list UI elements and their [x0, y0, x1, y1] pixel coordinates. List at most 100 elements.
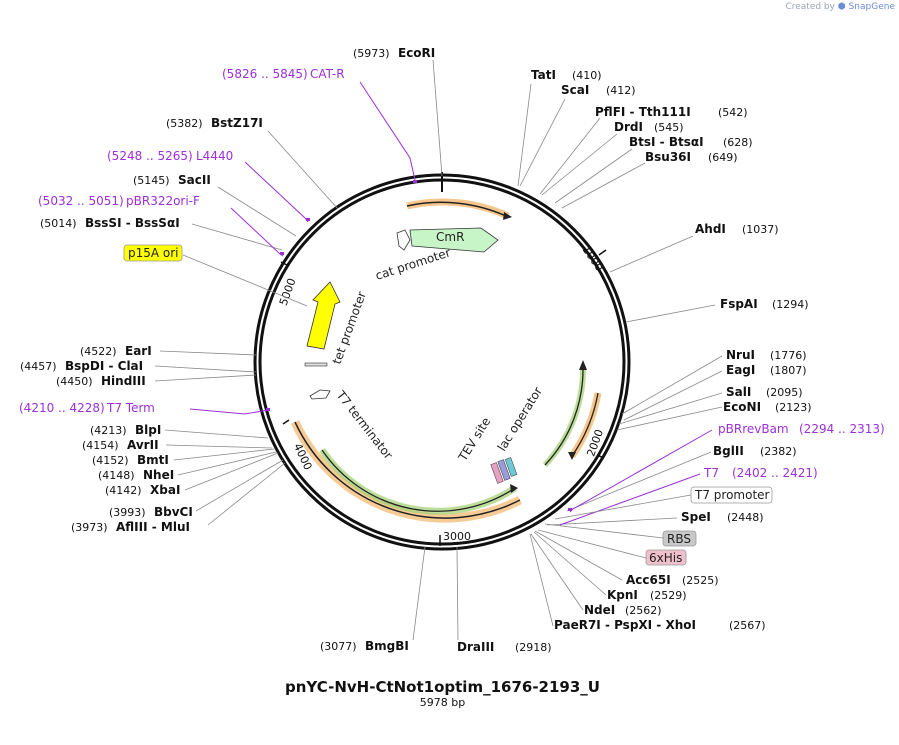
enzyme-name: EarI: [125, 344, 152, 358]
enzyme-position: (4154): [82, 439, 119, 452]
enzyme-name: SacII: [178, 173, 211, 187]
enzyme-position: (1294): [772, 298, 809, 311]
enzyme-name: FspAI: [720, 297, 758, 311]
enzyme-position: (4142): [105, 484, 142, 497]
enzyme-position: (2123): [775, 401, 812, 414]
credit-prefix: Created by: [785, 2, 835, 12]
plasmid-length: 5978 bp: [419, 696, 466, 709]
feature-box-6xhis: [645, 549, 687, 566]
enzyme-name: XbaI: [150, 483, 180, 497]
enzyme-name: NruI: [726, 348, 755, 362]
cmr-arrow: [409, 227, 499, 253]
enzyme-name: BssSI - BssSαI: [85, 216, 180, 230]
enzyme-position: (2525): [682, 574, 719, 587]
enzyme-position: (1037): [742, 223, 779, 236]
enzyme-position: (5014): [40, 217, 77, 230]
feature-tev-site: TEV site: [455, 415, 493, 464]
enzyme-name: DraIII: [457, 640, 494, 654]
enzyme-position: (2529): [650, 589, 687, 602]
snapgene-logo-icon: ⬢: [837, 2, 846, 12]
enzyme-position: (2562): [625, 604, 662, 617]
enzyme-position: (1807): [770, 364, 807, 377]
enzyme-position: (3077): [320, 640, 357, 653]
enzyme-position: (5973): [353, 47, 390, 60]
enzyme-position: (1776): [770, 349, 807, 362]
feature-box-label: RBS: [667, 532, 691, 546]
feature-box-label: p15A ori: [128, 246, 179, 260]
primer-labels: (5826 .. 5845) CAT-R (5248 .. 5265) L444…: [19, 67, 885, 480]
enzyme-name: BstZ17I: [211, 116, 263, 130]
enzyme-position: (545): [654, 121, 684, 134]
enzyme-name: BglII: [713, 444, 744, 458]
primer-name: T7: [703, 466, 719, 480]
enzyme-position: (2382): [760, 445, 797, 458]
enzyme-position: (4522): [80, 345, 117, 358]
enzyme-name: EcoNI: [723, 400, 761, 414]
feature-t7-terminator: T7 terminator: [333, 387, 396, 462]
primer-name: T7 Term: [106, 401, 155, 415]
enzyme-position: (649): [708, 151, 738, 164]
enzyme-position: (5145): [133, 174, 170, 187]
enzyme-name: Bsu36I: [645, 150, 691, 164]
enzyme-position: (5382): [166, 117, 203, 130]
enzyme-position: (542): [718, 106, 748, 119]
enzyme-name: ScaI: [561, 83, 589, 97]
enzyme-name: EagI: [726, 363, 755, 377]
feature-cmr: CmR: [436, 230, 464, 244]
cat-promoter-arrow: [396, 229, 411, 251]
enzyme-name: TatI: [531, 68, 556, 82]
credit-brand: SnapGene: [848, 2, 895, 12]
feature-boxes: p15A ori T7 promoter RBS 6xHis: [123, 244, 773, 566]
arrowhead-icon: [503, 212, 512, 220]
enzyme-name: AvrII: [127, 438, 159, 452]
enzyme-name: SalI: [726, 385, 751, 399]
enzyme-position: (4148): [98, 469, 135, 482]
enzyme-position: (2918): [515, 641, 552, 654]
enzyme-name: SpeI: [681, 510, 711, 524]
enzyme-position: (4152): [92, 454, 129, 467]
orange-arc-bottom-line: [294, 421, 521, 519]
enzyme-labels: (5973) EcoRI TatI (410) ScaI (412) PflFI…: [20, 46, 812, 654]
primer-name: L4440: [196, 149, 233, 163]
enzyme-name: BmgBI: [365, 639, 409, 653]
enzyme-name: BlpI: [135, 423, 161, 437]
enzyme-name: PflFI - Tth111I: [595, 105, 691, 119]
enzyme-position: (628): [723, 136, 753, 149]
feature-box-rbs: [662, 530, 697, 547]
snapgene-credit: Created by ⬢ SnapGene: [785, 2, 895, 12]
tick-label: 1000: [579, 243, 606, 273]
enzyme-position: (2095): [766, 386, 803, 399]
enzyme-name: HindIII: [101, 374, 146, 388]
feature-box-label: 6xHis: [649, 551, 682, 565]
primer-range: (5826 .. 5845): [222, 67, 308, 81]
enzyme-name: AhdI: [695, 222, 726, 236]
primer-range: (5248 .. 5265): [107, 149, 193, 163]
enzyme-position: (3973): [71, 521, 108, 534]
primer-range: (2402 .. 2421): [732, 466, 818, 480]
feature-box-label: T7 promoter: [694, 488, 770, 502]
enzyme-name: NdeI: [584, 603, 615, 617]
t7-terminator-arrow: [309, 389, 331, 400]
primer-range: (2294 .. 2313): [799, 422, 885, 436]
primer-name: pBRrevBam: [718, 422, 789, 436]
tet-promoter-arrow: [306, 281, 341, 350]
green-arc-bottom-line: [321, 449, 516, 512]
arrowhead-icon: [568, 452, 576, 460]
feature-cat-promoter: cat promoter: [374, 245, 453, 282]
primer-range: (5032 .. 5051): [38, 194, 124, 208]
enzyme-position: (4457): [20, 360, 57, 373]
enzyme-name: BtsI - BtsαI: [629, 135, 704, 149]
enzyme-name: BspDI - ClaI: [65, 359, 143, 373]
enzyme-position: (2567): [729, 619, 766, 632]
enzyme-name: AflIII - MluI: [116, 520, 190, 534]
enzyme-leaders: [154, 59, 723, 641]
small-feature-mark: [304, 362, 328, 367]
primer-range: (4210 .. 4228): [19, 401, 105, 415]
arrowhead-icon: [510, 484, 518, 493]
feature-lac-operator: lac operator: [495, 384, 545, 453]
enzyme-name: DrdI: [614, 120, 643, 134]
tick-label: 3000: [443, 530, 471, 543]
enzyme-name: KpnI: [607, 588, 638, 602]
primer-name: pBR322ori-F: [126, 194, 200, 208]
